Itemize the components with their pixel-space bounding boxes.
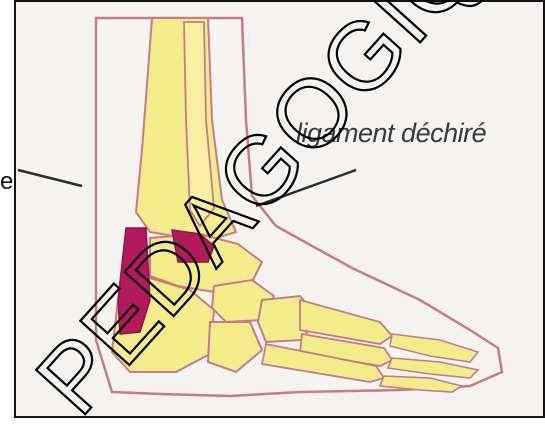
pointer-line-left <box>18 170 82 186</box>
left-partial-label: e <box>0 168 13 196</box>
torn-ligament-label: ligament déchiré <box>296 118 486 149</box>
pointer-line-ligament <box>256 170 356 206</box>
